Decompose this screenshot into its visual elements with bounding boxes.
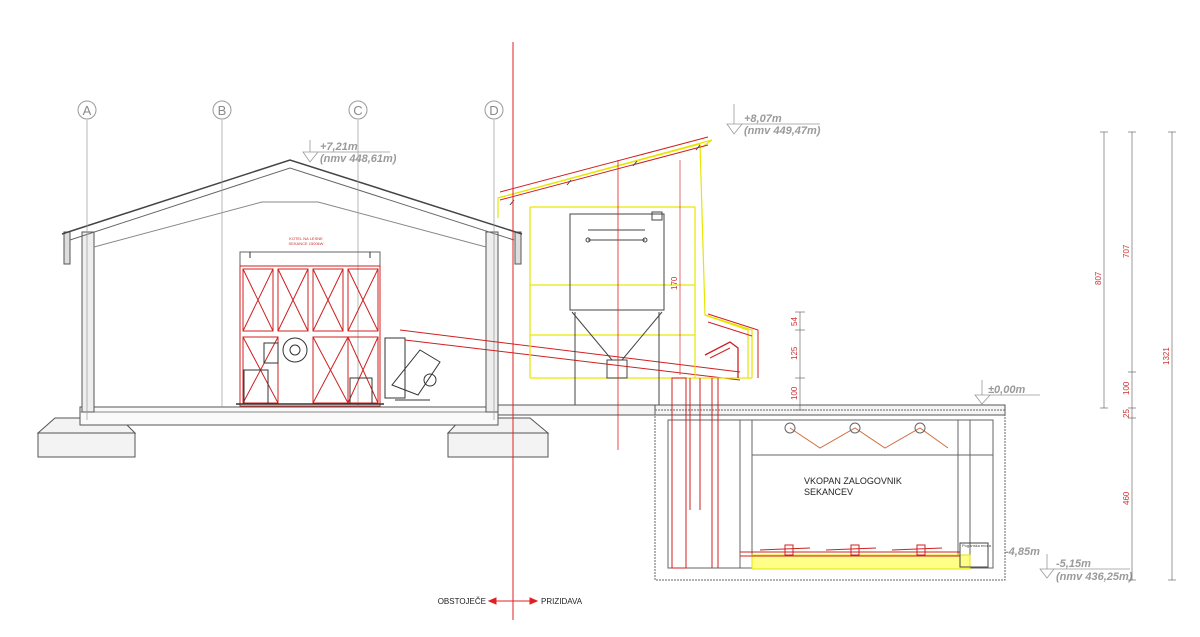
underground-bin xyxy=(654,409,1006,581)
bin-label-line1: VKOPAN ZALOGOVNIK xyxy=(804,476,902,486)
legend-extension: PRIZIDAVA xyxy=(541,597,583,606)
level-bin-bottom-nmv: (nmv 436,25m) xyxy=(1056,571,1133,583)
level-existing-nmv: (nmv 448,61m) xyxy=(320,153,397,165)
boiler xyxy=(236,251,384,407)
boiler-label-line1: KOTEL NA LESNE xyxy=(289,236,323,241)
dim-460: 460 xyxy=(1122,491,1131,505)
existing-building xyxy=(36,100,550,458)
cyclone-silo xyxy=(569,211,665,410)
dim-125: 125 xyxy=(790,346,799,360)
legend-arrow xyxy=(487,597,539,605)
level-extension-nmv: (nmv 449,47m) xyxy=(744,125,821,137)
extension-roof-red xyxy=(499,136,759,378)
level-existing-elev: +7,21m xyxy=(320,141,358,153)
drive-unit-label: Pogonska enota xyxy=(962,543,992,548)
legend-existing: OBSTOJEČE xyxy=(438,597,486,606)
level-bin-floor-elev: -4,85m xyxy=(1005,546,1040,558)
bin-agitator xyxy=(784,422,949,449)
axis-label-c: C xyxy=(353,103,362,118)
chute xyxy=(671,377,719,569)
dim-1321: 1321 xyxy=(1162,347,1171,365)
level-mark-existing xyxy=(302,140,390,163)
boiler-label-line2: SEKANCE 1500kW xyxy=(289,241,324,246)
axis-label-b: B xyxy=(218,103,227,118)
dim-25: 25 xyxy=(1122,409,1131,418)
axis-label-d: D xyxy=(489,103,498,118)
bin-floor-scrapers xyxy=(740,544,960,557)
small-dims xyxy=(795,311,805,411)
level-bin-bottom-elev: -5,15m xyxy=(1056,558,1091,570)
level-mark-extension xyxy=(726,104,820,135)
drive-unit xyxy=(959,542,989,568)
right-dimension-chains xyxy=(1100,131,1176,581)
level-extension-elev: +8,07m xyxy=(744,113,782,125)
dim-707: 707 xyxy=(1122,244,1131,258)
roof-gutter-marks xyxy=(509,144,701,206)
level-mark-bin-bottom xyxy=(1039,554,1130,579)
dim-807: 807 xyxy=(1094,271,1103,285)
fuel-conveyor xyxy=(384,329,741,401)
dim-54: 54 xyxy=(790,317,799,326)
extension-structure xyxy=(497,139,753,379)
level-ground-elev: ±0,00m xyxy=(988,384,1025,396)
axis-label-a: A xyxy=(83,103,92,118)
dim-100: 100 xyxy=(1122,381,1131,395)
bin-label-line2: SEKANCEV xyxy=(804,487,853,497)
dim-100-small: 100 xyxy=(790,386,799,400)
silo-height-label: 170 xyxy=(670,276,679,290)
level-mark-ground xyxy=(974,380,1040,405)
